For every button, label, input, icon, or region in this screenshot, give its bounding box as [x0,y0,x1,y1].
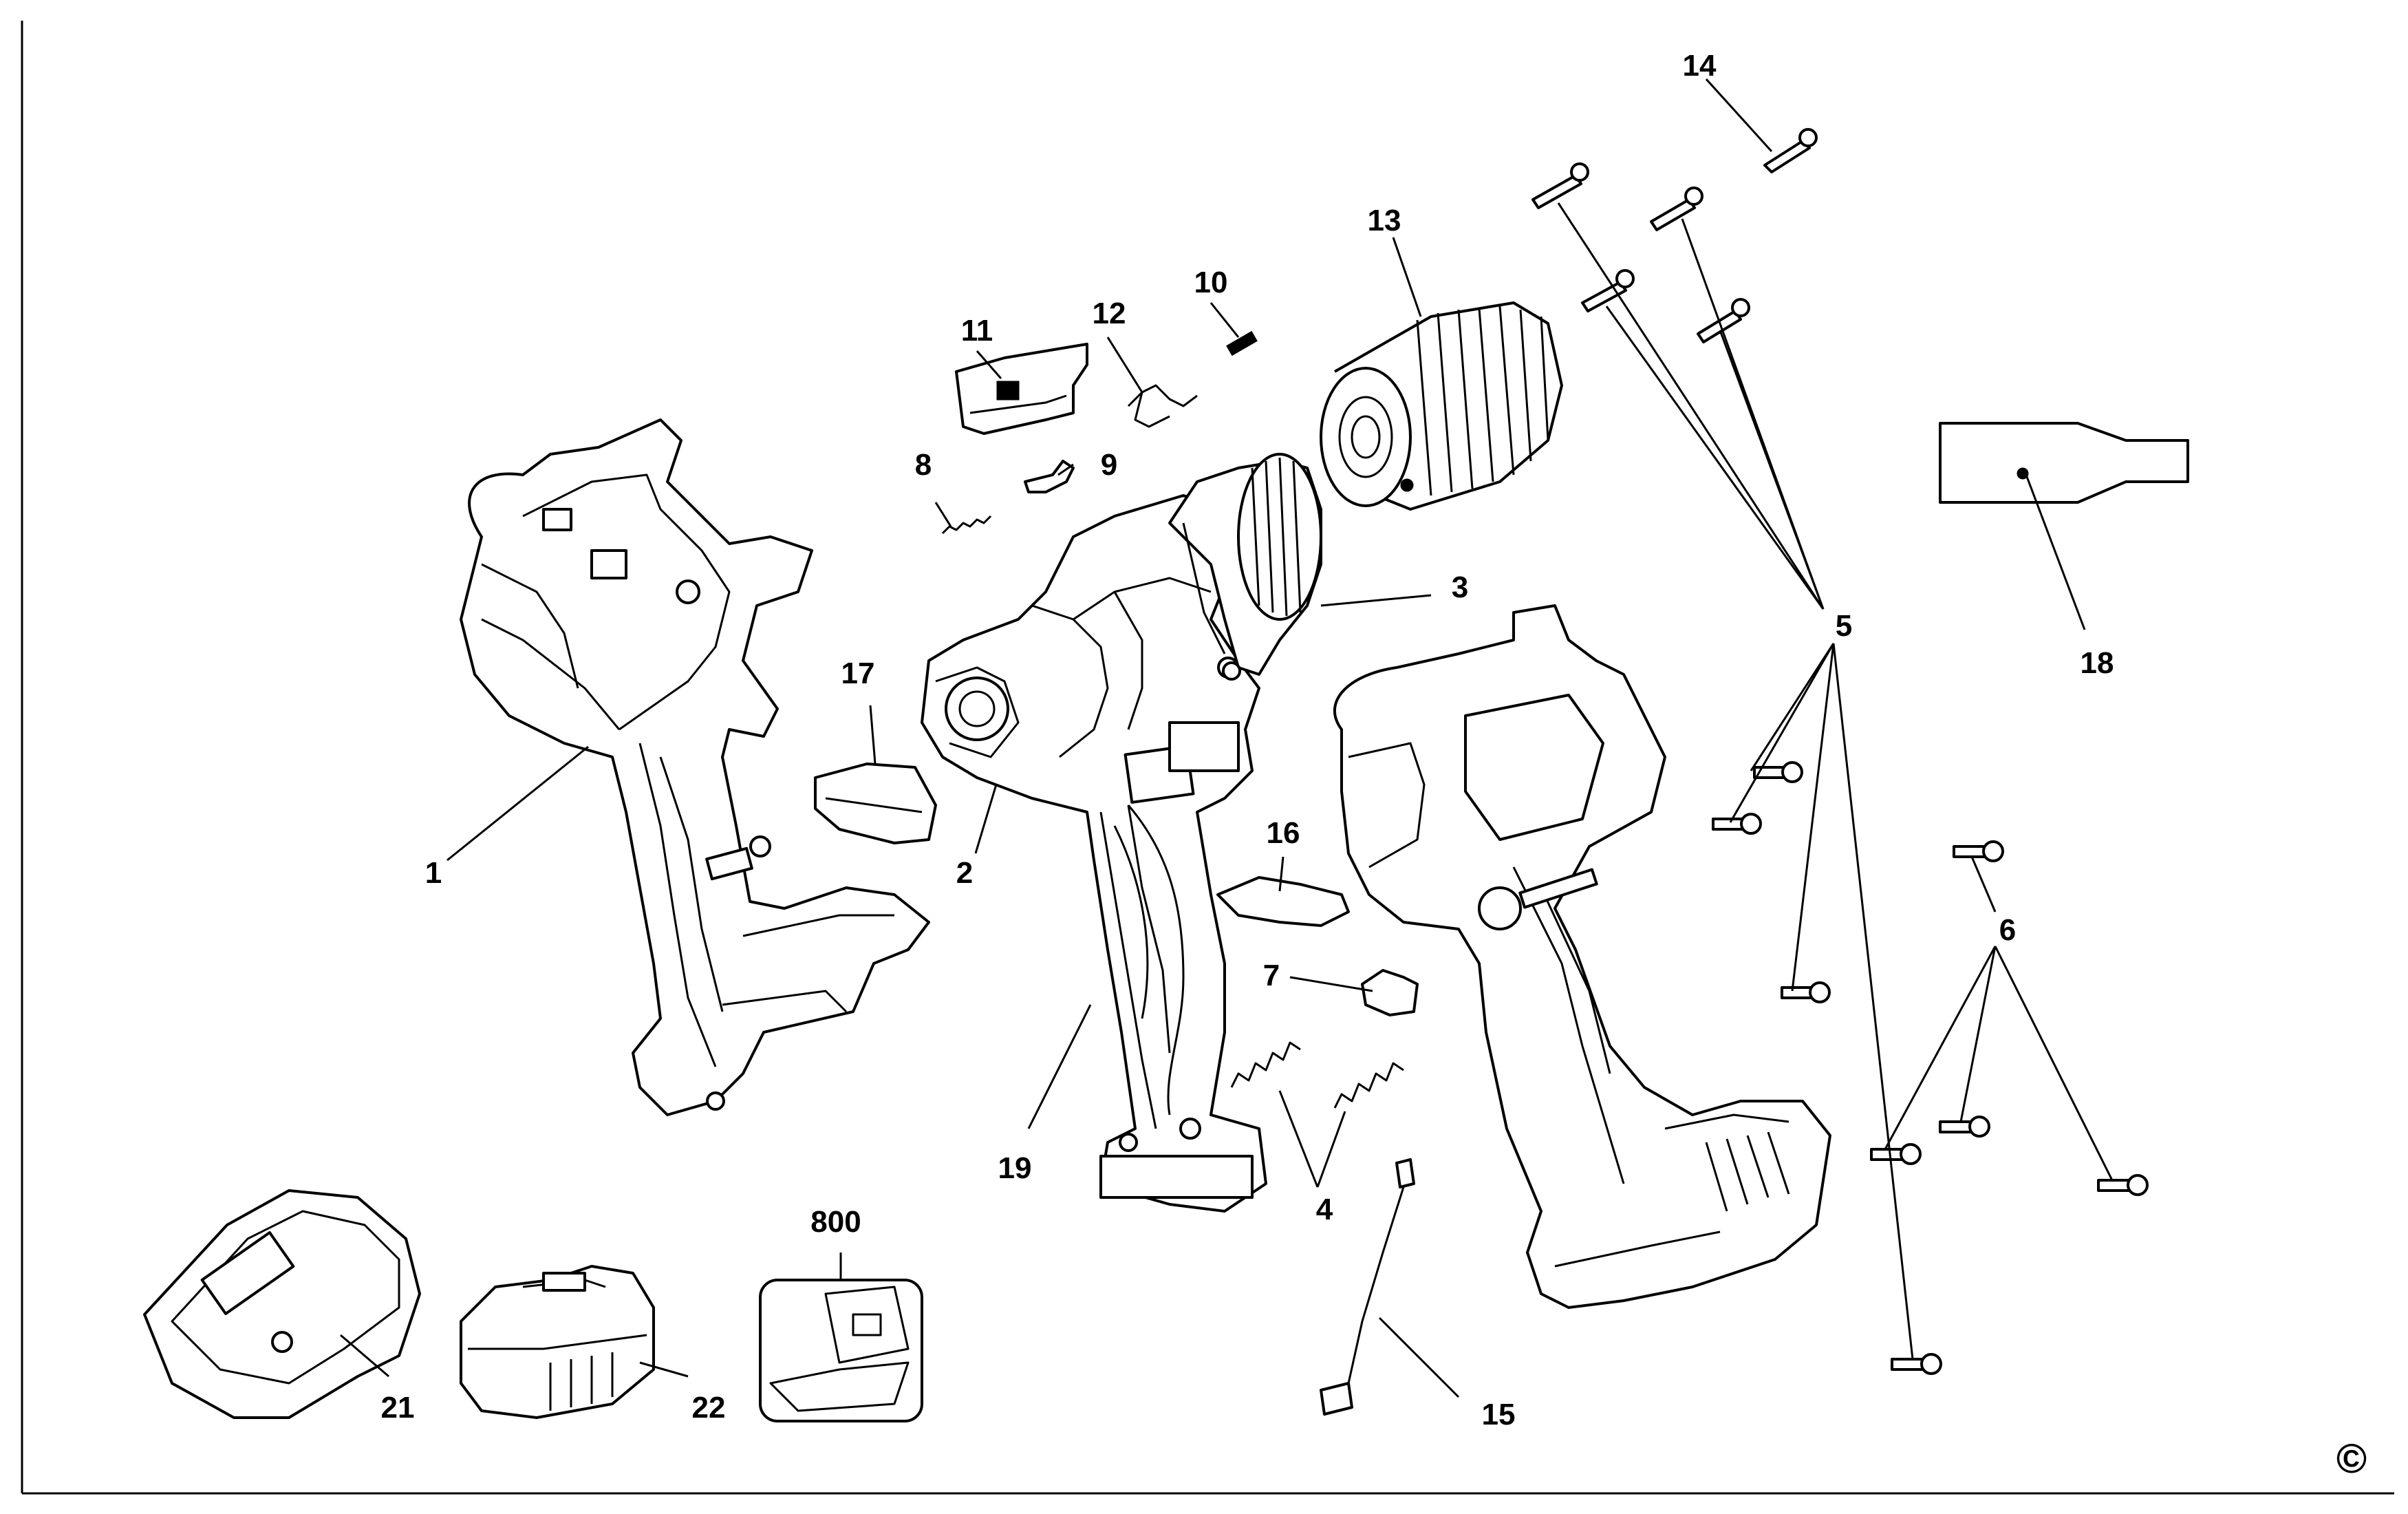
callout-12: 12 [1093,297,1126,330]
callout-13: 13 [1368,204,1401,237]
callout-9: 9 [1101,448,1117,482]
callout-10: 10 [1194,266,1228,299]
part-21-charger [143,1189,421,1419]
callout-3: 3 [1452,571,1468,604]
part-9-slider [1024,460,1075,493]
callout-17: 17 [841,657,875,690]
callout-21: 21 [381,1391,415,1425]
right-housing-half [1333,604,1831,1309]
part-11-switch-cover [955,343,1088,435]
part-12-wire-spring [1127,384,1198,428]
callout-16: 16 [1267,816,1300,850]
part-4-springs [1230,1041,1404,1109]
leader-lines [340,78,2114,1398]
callout-8: 8 [915,448,932,482]
part-10-small-pin [1226,330,1258,356]
callout-7: 7 [1263,959,1280,992]
callout-11: 11 [961,314,993,348]
part-7-bracket [1361,969,1419,1016]
screw-14 [1763,140,1811,173]
callout-1: 1 [425,856,442,890]
callout-19: 19 [998,1151,1032,1185]
callout-18: 18 [2081,646,2114,680]
part-3-gearbox [1168,453,1322,681]
callout-6: 6 [1999,913,2016,947]
part-1-left-housing [460,418,930,1116]
part-18-nameplate [1939,422,2189,504]
part-800-carry-case [759,1279,923,1422]
callout-5: 5 [1836,609,1852,643]
callout-800: 800 [810,1205,861,1239]
callout-15: 15 [1482,1398,1516,1431]
screws-group [1531,128,2149,1375]
part-8-spring [941,515,992,535]
callout-2: 2 [956,856,973,890]
copyright-mark: © [2336,1436,2367,1482]
part-16-clip [1216,876,1350,927]
callout-22: 22 [692,1391,726,1425]
part-19-motor-assembly [921,494,1267,1213]
part-13-keyless-chuck [1320,301,1563,511]
callout-labels: 1 2 3 4 5 6 7 8 9 10 11 12 13 14 15 16 1… [381,49,2114,1431]
callout-4: 4 [1316,1193,1333,1226]
part-22-battery [460,1265,655,1419]
part-15-wire-lead [1320,1158,1415,1416]
callout-14: 14 [1683,49,1717,83]
part-17-badge [814,763,937,844]
